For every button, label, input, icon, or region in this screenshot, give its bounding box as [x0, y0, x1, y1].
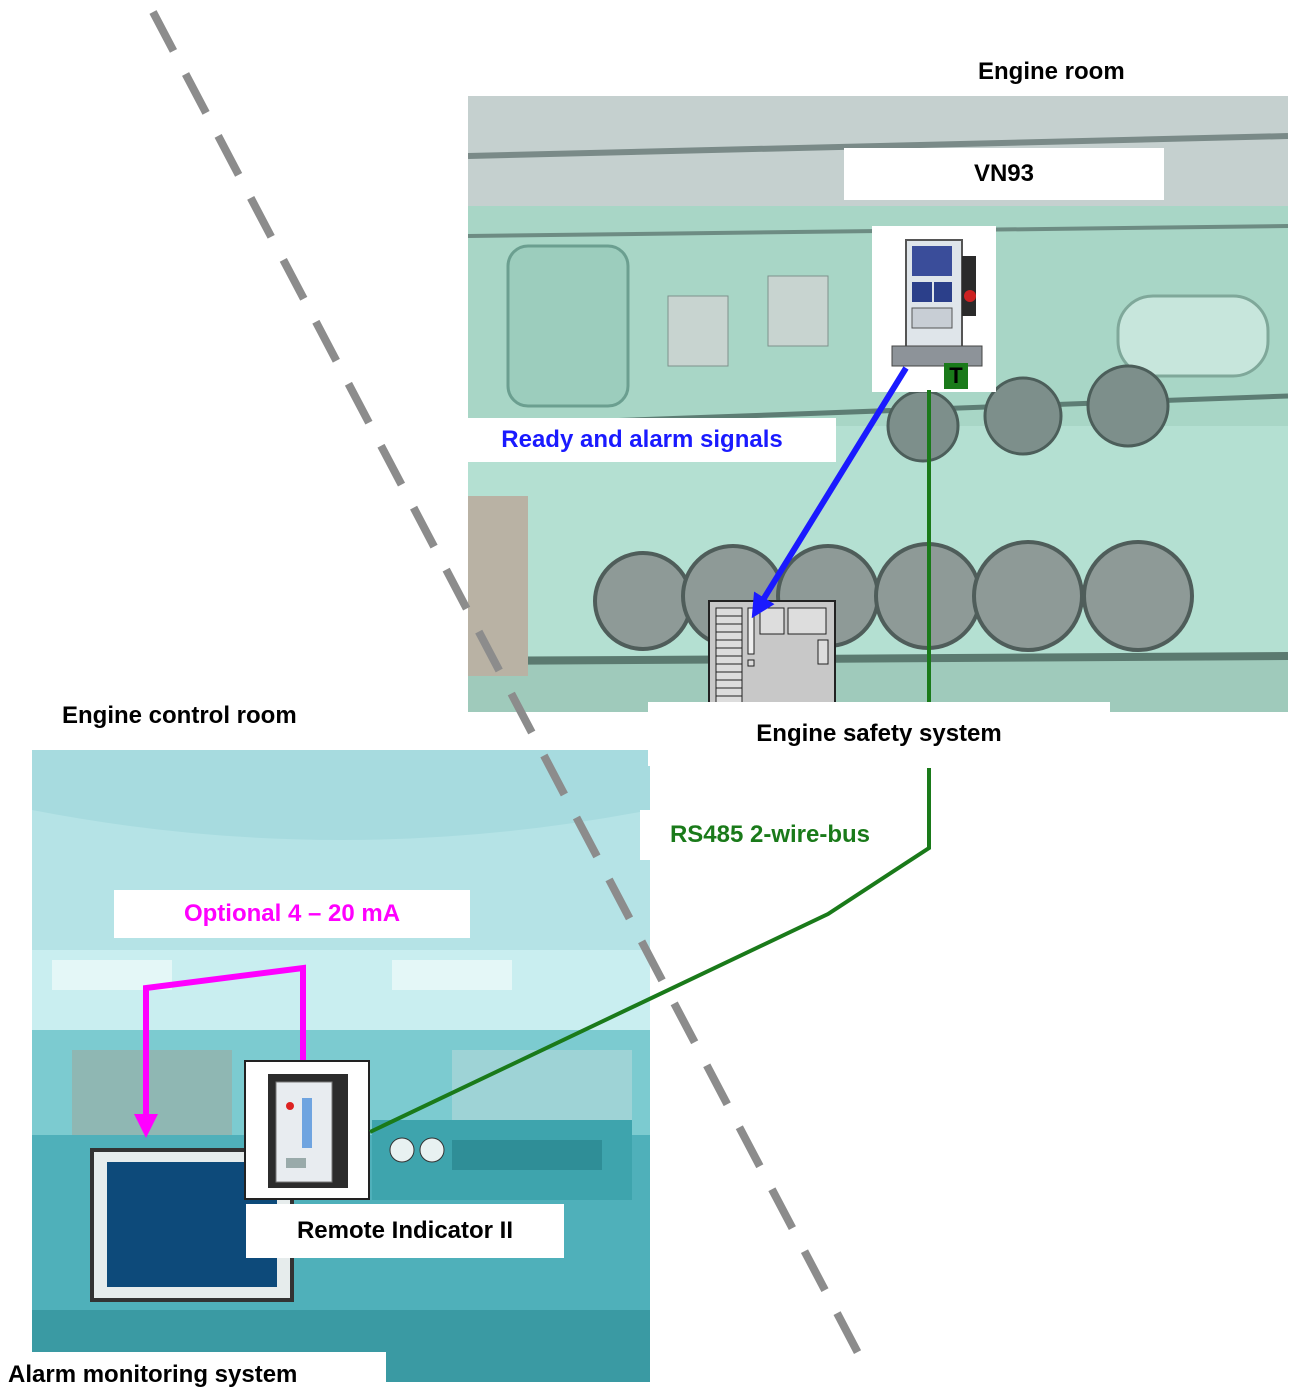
engine-safety-label: Engine safety system [648, 702, 1110, 766]
remote-indicator-drawing [268, 1074, 348, 1188]
vn93-label: VN93 [844, 148, 1164, 200]
remote-indicator-device [244, 1060, 370, 1200]
bus-safety-to-remote [369, 768, 931, 1134]
engine-control-room-label: Engine control room [62, 702, 297, 729]
ready-alarm-arrow [751, 366, 909, 619]
rs485-label: RS485 2-wire-bus [640, 810, 900, 860]
remote-indicator-label: Remote Indicator II [246, 1204, 564, 1258]
terminal-marker: T [944, 363, 968, 389]
alarm-monitoring-label: Alarm monitoring system [0, 1352, 386, 1398]
vn93-drawing [891, 239, 983, 367]
optional-current-loop [134, 964, 306, 1138]
vn93-device [872, 226, 996, 392]
ready-alarm-label: Ready and alarm signals [448, 418, 836, 462]
optional-current-label: Optional 4 – 20 mA [114, 890, 470, 938]
engine-room-label: Engine room [978, 58, 1125, 85]
